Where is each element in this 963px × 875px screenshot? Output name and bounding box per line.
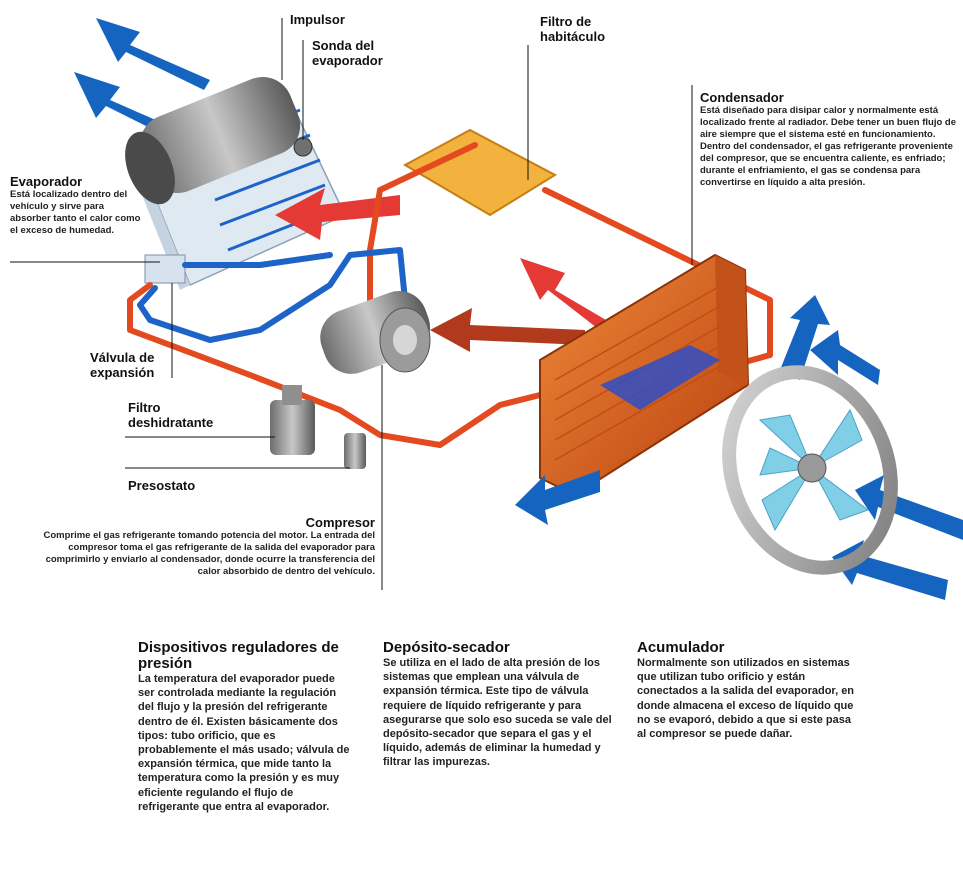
label-valvula-expansion: Válvula de expansión xyxy=(90,350,155,380)
airflow-through-condenser xyxy=(600,345,720,410)
compresor-title: Compresor xyxy=(305,515,375,530)
acumulador-title: Acumulador xyxy=(637,639,725,656)
acumulador-block: Acumulador Normalmente son utilizados en… xyxy=(637,640,862,741)
dispositivos-title: Dispositivos reguladores de presión xyxy=(138,639,339,672)
compresor-block: Compresor Comprime el gas refrigerante t… xyxy=(30,515,375,578)
label-sonda-evaporador: Sonda del evaporador xyxy=(312,38,383,68)
compresor-text: Comprime el gas refrigerante tomando pot… xyxy=(43,530,375,577)
evaporador-text: Está localizado dentro del vehículo y si… xyxy=(10,189,141,236)
deposito-title: Depósito-secador xyxy=(383,639,510,656)
cabin-filter xyxy=(402,128,558,217)
condensador-title: Condensador xyxy=(700,90,784,105)
refrigerant-pipes xyxy=(127,142,773,448)
filter-dehydrator xyxy=(270,385,315,455)
dispositivos-text: La temperatura del evaporador puede ser … xyxy=(138,673,350,813)
blower-motor xyxy=(125,76,301,205)
acumulador-text: Normalmente son utilizados en sistemas q… xyxy=(637,657,855,741)
deposito-block: Depósito-secador Se utiliza en el lado d… xyxy=(383,640,613,770)
label-impulsor: Impulsor xyxy=(290,12,345,27)
evaporator-probe xyxy=(293,137,313,157)
cold-air-arrows-right xyxy=(515,295,963,600)
evaporador-title: Evaporador xyxy=(10,174,83,189)
label-filtro-habitaculo: Filtro de habitáculo xyxy=(540,14,606,44)
condensador-block: Condensador Está diseñado para disipar c… xyxy=(700,90,962,189)
compressor xyxy=(320,291,431,374)
leader-lines xyxy=(10,18,693,590)
cabin-air-arrow xyxy=(275,188,400,240)
expansion-valve xyxy=(144,254,186,284)
condenser-fan xyxy=(722,365,898,575)
pressure-switch xyxy=(344,433,366,469)
label-presostato: Presostato xyxy=(128,478,196,493)
deposito-text: Se utiliza en el lado de alta presión de… xyxy=(383,657,612,769)
evaporador-block: Evaporador Está localizado dentro del ve… xyxy=(10,174,145,237)
label-filtro-deshidratante: Filtro deshidratante xyxy=(128,400,214,430)
dispositivos-block: Dispositivos reguladores de presión La t… xyxy=(138,640,353,814)
condensador-text: Está diseñado para disipar calor y norma… xyxy=(700,105,957,188)
